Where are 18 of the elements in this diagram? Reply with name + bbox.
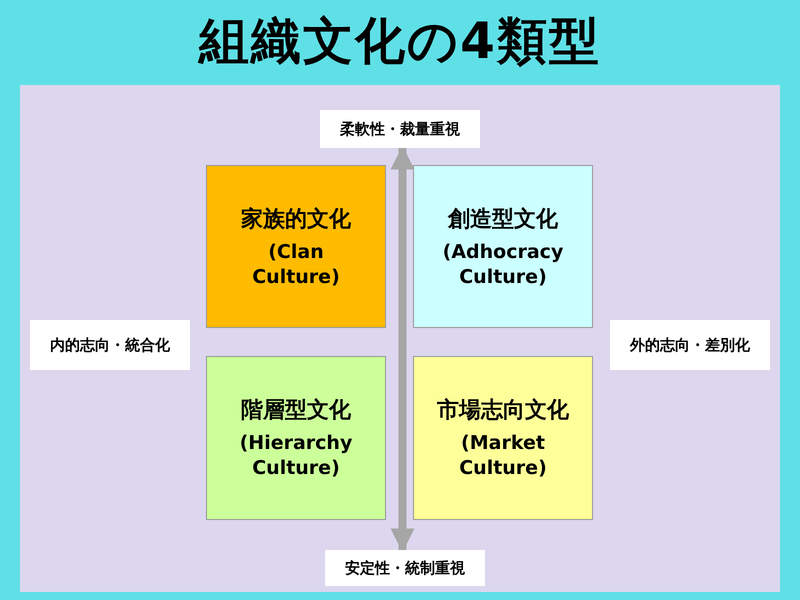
quadrant-box: [206, 165, 386, 328]
quadrant-subtitle: (Clan Culture): [251, 240, 341, 290]
quadrant-subtitle: (Hierarchy Culture): [238, 431, 354, 481]
quadrant-box: [413, 165, 593, 328]
quadrant-title: 家族的文化: [241, 206, 351, 234]
quadrant-title: 創造型文化: [448, 206, 558, 234]
quadrant-box: [413, 356, 593, 520]
quadrant-title: 階層型文化: [241, 397, 351, 426]
title: 組織文化の4類型: [196, 11, 602, 72]
quadrant-box: [206, 356, 386, 520]
axis-label: 内的志向・統合化: [30, 320, 190, 370]
axis-label: 柔軟性・裁量重視: [320, 110, 480, 148]
quadrant-subtitle: (Adhocracy Culture): [442, 240, 564, 290]
double-arrow: [390, 146, 414, 552]
quadrant-subtitle: (Market Culture): [458, 431, 548, 481]
axis-label: 外的志向・差別化: [610, 320, 770, 370]
axis-label: 安定性・統制重視: [325, 550, 485, 586]
quadrant-title: 市場志向文化: [437, 396, 569, 426]
